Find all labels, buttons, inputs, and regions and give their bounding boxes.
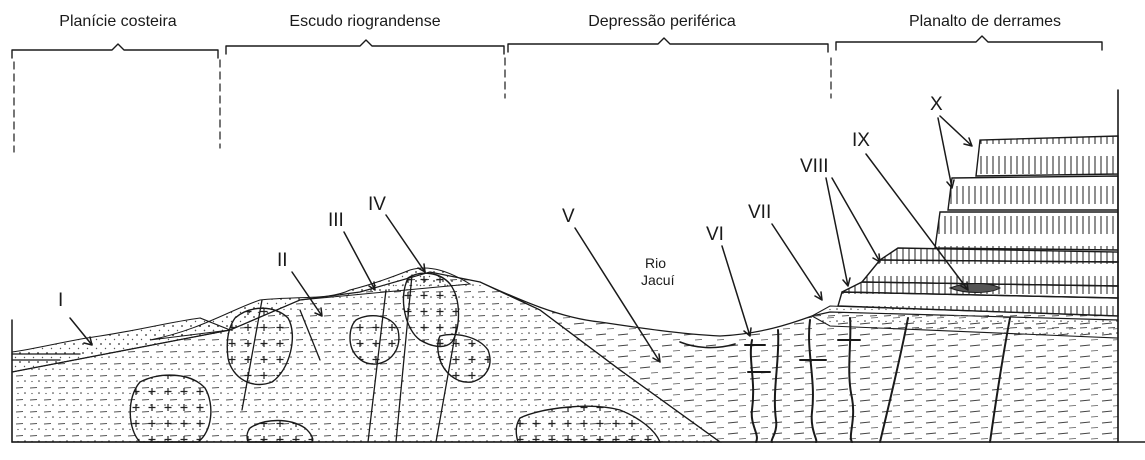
arrow-VI: [722, 246, 751, 336]
region-brace-planicie: [12, 44, 218, 58]
marker-V: V: [562, 206, 575, 227]
arrow-IV: [386, 215, 425, 272]
region-header-planicie-costeira: Planície costeira: [12, 13, 220, 152]
region-label-depressao: Depressão periférica: [588, 13, 736, 30]
river-label-line2: Jacuí: [641, 272, 675, 288]
marker-VI: VI: [706, 224, 724, 245]
marker-III: III: [328, 210, 344, 231]
arrow-VIII-a: [826, 178, 850, 286]
region-brace-planalto: [836, 36, 1102, 50]
region-label-planicie: Planície costeira: [59, 13, 176, 30]
arrow-VII: [772, 224, 822, 300]
marker-X: X: [930, 94, 943, 115]
region-label-escudo: Escudo riograndense: [289, 13, 440, 30]
marker-IV: IV: [368, 194, 386, 215]
region-label-planalto: Planalto de derrames: [909, 13, 1061, 30]
granite-body-3: [350, 316, 399, 364]
region-brace-escudo: [226, 40, 504, 54]
arrow-X-a: [940, 116, 972, 146]
marker-IX: IX: [852, 130, 870, 151]
river-label-line1: Rio: [645, 255, 666, 271]
marker-I: I: [58, 290, 63, 311]
region-header-depressao: Depressão periférica: [505, 13, 831, 98]
region-header-planalto: Planalto de derrames: [836, 13, 1102, 50]
marker-labels: I II III IV V VI VII VIII IX X Rio Jacuí: [58, 94, 943, 311]
region-header-escudo: Escudo riograndense: [226, 13, 504, 54]
marker-II: II: [277, 250, 288, 271]
region-brace-depressao: [508, 38, 828, 52]
cross-section: [12, 90, 1145, 442]
marker-VII: VII: [748, 202, 771, 223]
arrow-VIII-b: [832, 178, 880, 262]
marker-VIII: VIII: [800, 156, 829, 177]
granite-body-2: [130, 375, 211, 442]
arrow-III: [344, 232, 375, 290]
